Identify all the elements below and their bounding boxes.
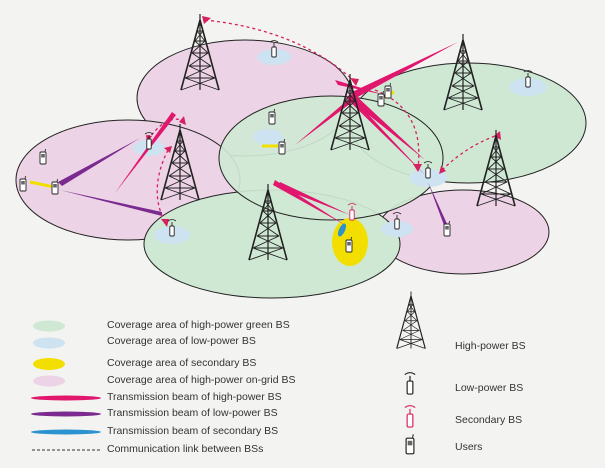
high-power-beam — [350, 92, 425, 160]
coverage-areas — [15, 39, 587, 299]
legend-swatch-high-beam — [31, 395, 101, 401]
legend-label-blue: Coverage area of low-power BS — [107, 335, 256, 347]
legend-label-high-beam: Transmission beam of high-power BS — [107, 391, 282, 403]
legend-swatch-blue — [33, 337, 65, 349]
legend-swatch-secondary-beam — [31, 429, 101, 435]
low-power-beam — [428, 182, 448, 228]
communication-link — [147, 118, 183, 141]
legend-label-pink: Coverage area of high-power on-grid BS — [107, 374, 296, 386]
symbol-label-secondary-bs: Secondary BS — [455, 414, 523, 426]
symbol-legend — [396, 290, 426, 455]
antenna-icon — [404, 372, 416, 395]
symbol-label-users: Users — [455, 441, 483, 453]
high-power-beam — [346, 95, 425, 175]
phone-icon — [405, 433, 415, 455]
legend-swatch-yellow — [33, 358, 65, 370]
high-power-beams — [115, 42, 458, 225]
high-power-beam — [115, 112, 176, 193]
legend-label-green: Coverage area of high-power green BS — [107, 319, 290, 331]
low-power-beams — [58, 138, 448, 228]
low-power-beam — [58, 138, 140, 186]
legend-label-low-beam: Transmission beam of low-power BS — [107, 407, 278, 419]
tower-icon — [396, 290, 426, 350]
high-power-beam — [352, 42, 458, 98]
symbol-label-high-power-bs: High-power BS — [455, 340, 526, 352]
legend-swatches — [31, 320, 101, 451]
legend-label-yellow: Coverage area of secondary BS — [107, 357, 257, 369]
communication-link — [374, 89, 420, 169]
legend-label-secondary-beam: Transmission beam of secondary BS — [107, 425, 279, 437]
communication-link — [441, 134, 499, 171]
legend-swatch-green — [33, 320, 65, 332]
legend-swatch-pink — [33, 375, 65, 387]
communication-link — [156, 149, 169, 223]
high-power-beam — [278, 182, 350, 215]
legend-swatch-low-beam — [31, 411, 101, 417]
communication-links — [147, 19, 499, 223]
high-power-beam — [295, 98, 355, 145]
legend-label-link: Communication link between BSs — [107, 443, 264, 455]
symbol-label-low-power-bs: Low-power BS — [455, 382, 524, 394]
low-power-beam — [60, 190, 162, 216]
secondary-beam — [337, 223, 347, 237]
secondary-beams — [337, 223, 347, 237]
coverage-area-blue — [253, 129, 283, 145]
link-arrowheads — [146, 16, 501, 227]
high-power-beam — [335, 80, 385, 95]
secondary-antenna-icon — [404, 405, 416, 428]
